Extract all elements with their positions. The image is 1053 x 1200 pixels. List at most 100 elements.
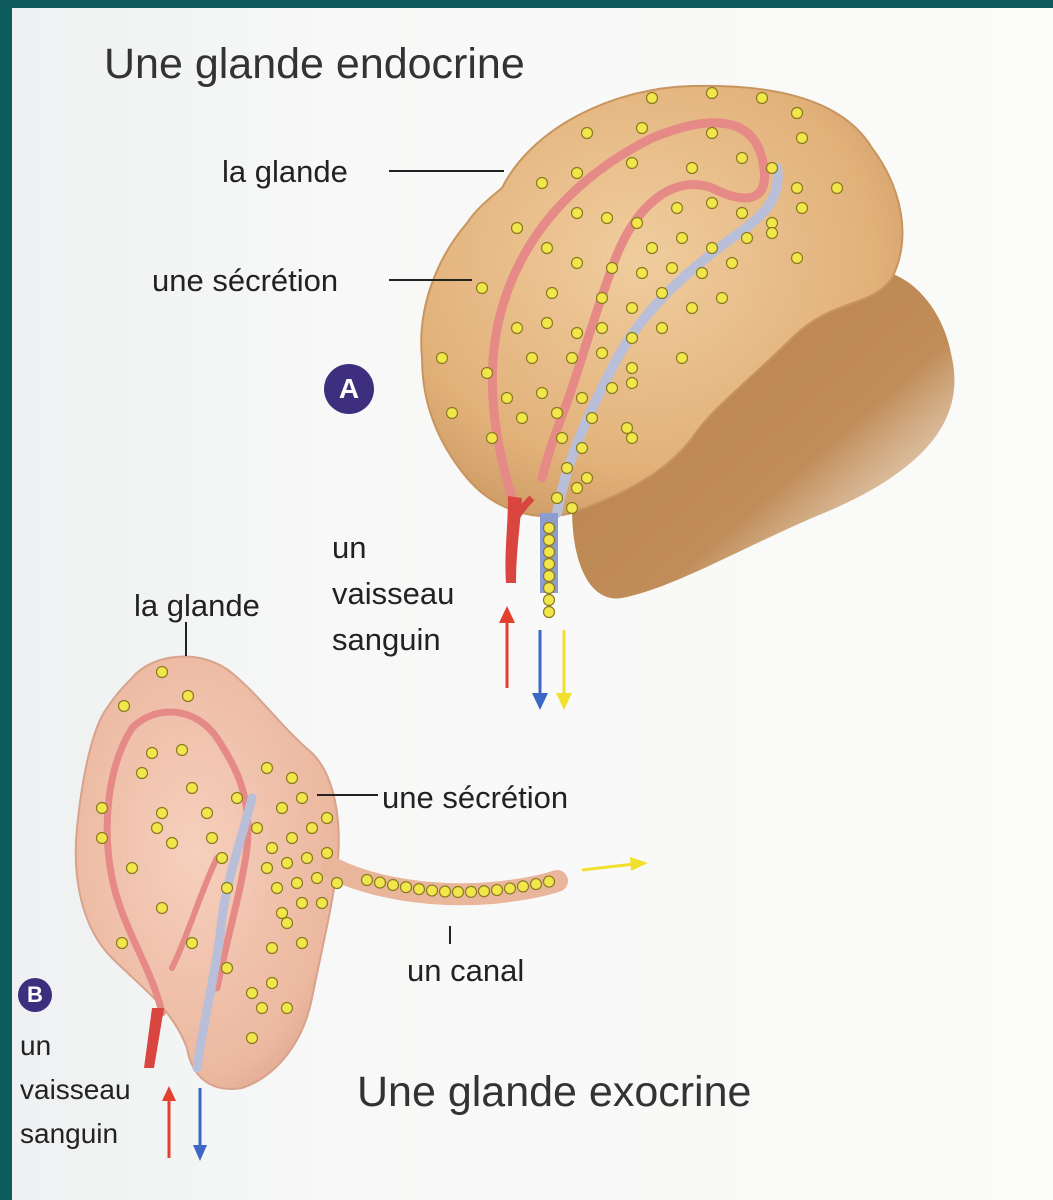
diagram-page: Une glande endocrine la glande une sécré… [12, 8, 1053, 1200]
secretion-dot [697, 268, 708, 279]
secretion-dot [167, 838, 178, 849]
secretion-dot [552, 493, 563, 504]
secretion-dot [527, 353, 538, 364]
secretion-dot [657, 323, 668, 334]
secretion-dot [832, 183, 843, 194]
secretion-dot [647, 243, 658, 254]
secretion-dot [247, 1033, 258, 1044]
secretion-dot [767, 228, 778, 239]
secretion-dot [572, 258, 583, 269]
secretion-dot [677, 233, 688, 244]
endocrine-vessel-label-3: sanguin [332, 622, 441, 658]
secretion-dot [767, 218, 778, 229]
secretion-dot [587, 413, 598, 424]
secretion-dot [637, 268, 648, 279]
secretion-dot [282, 918, 293, 929]
secretion-dot [262, 763, 273, 774]
secretion-dot [597, 293, 608, 304]
secretion-dot [737, 208, 748, 219]
secretion-dot [267, 978, 278, 989]
secretion-dot [477, 283, 488, 294]
secretion-dot [544, 876, 555, 887]
secretion-dot [322, 813, 333, 824]
secretion-dot [557, 433, 568, 444]
secretion-dot [542, 318, 553, 329]
secretion-dot [287, 773, 298, 784]
endocrine-vessel-label-2: vaisseau [332, 576, 454, 612]
secretion-dot [414, 884, 425, 895]
secretion-dot [544, 535, 555, 546]
secretion-dot [707, 243, 718, 254]
secretion-dot [447, 408, 458, 419]
secretion-dot [544, 523, 555, 534]
secretion-dot [562, 463, 573, 474]
secretion-dot [542, 243, 553, 254]
secretion-dot [572, 328, 583, 339]
secretion-dot [401, 882, 412, 893]
secretion-dot [627, 378, 638, 389]
secretion-dot [627, 303, 638, 314]
secretion-dot [657, 288, 668, 299]
secretion-dot [767, 163, 778, 174]
endocrine-arrow-blue-head [532, 693, 548, 710]
secretion-dot [707, 198, 718, 209]
secretion-dot [517, 413, 528, 424]
exocrine-badge: B [18, 978, 52, 1012]
secretion-dot [687, 303, 698, 314]
secretion-dot [567, 503, 578, 514]
secretion-dot [552, 408, 563, 419]
secretion-dot [544, 559, 555, 570]
secretion-dot [362, 875, 373, 886]
endocrine-badge: A [324, 364, 374, 414]
secretion-dot [572, 168, 583, 179]
secretion-dot [572, 208, 583, 219]
secretion-dot [97, 803, 108, 814]
secretion-dot [427, 885, 438, 896]
secretion-dot [632, 218, 643, 229]
secretion-dot [183, 691, 194, 702]
secretion-dot [437, 353, 448, 364]
endocrine-secretion-label: une sécrétion [152, 263, 338, 299]
secretion-dot [607, 263, 618, 274]
endocrine-arrow-yellow-head [556, 693, 572, 710]
exocrine-vessel-label-2: vaisseau [20, 1074, 131, 1106]
secretion-dot [466, 886, 477, 897]
exocrine-arrow-red-head [162, 1086, 176, 1101]
secretion-dot [505, 883, 516, 894]
secretion-dot [187, 783, 198, 794]
secretion-dot [292, 878, 303, 889]
secretion-dot [647, 93, 658, 104]
secretion-dot [317, 898, 328, 909]
secretion-dot [177, 745, 188, 756]
secretion-dot [302, 853, 313, 864]
secretion-dot [627, 363, 638, 374]
secretion-dot [512, 223, 523, 234]
endocrine-title: Une glande endocrine [104, 40, 525, 89]
secretion-dot [282, 1003, 293, 1014]
secretion-dot [687, 163, 698, 174]
secretion-dot [267, 843, 278, 854]
secretion-dot [537, 388, 548, 399]
secretion-dot [97, 833, 108, 844]
secretion-dot [537, 178, 548, 189]
secretion-dot [247, 988, 258, 999]
secretion-dot [440, 886, 451, 897]
secretion-dot [544, 571, 555, 582]
secretion-dot [232, 793, 243, 804]
secretion-dot [127, 863, 138, 874]
secretion-dot [797, 203, 808, 214]
exocrine-secretion-label: une sécrétion [382, 780, 568, 816]
exocrine-vessel-label-1: un [20, 1030, 51, 1062]
secretion-dot [547, 288, 558, 299]
secretion-dot [257, 1003, 268, 1014]
endocrine-arrows [499, 606, 572, 710]
secretion-dot [137, 768, 148, 779]
secretion-dot [375, 877, 386, 888]
secretion-dot [567, 353, 578, 364]
secretion-dot [512, 323, 523, 334]
secretion-dot [157, 808, 168, 819]
exocrine-vessel-label-3: sanguin [20, 1118, 118, 1150]
secretion-dot [502, 393, 513, 404]
secretion-dot [332, 878, 343, 889]
endocrine-gland [421, 86, 954, 618]
